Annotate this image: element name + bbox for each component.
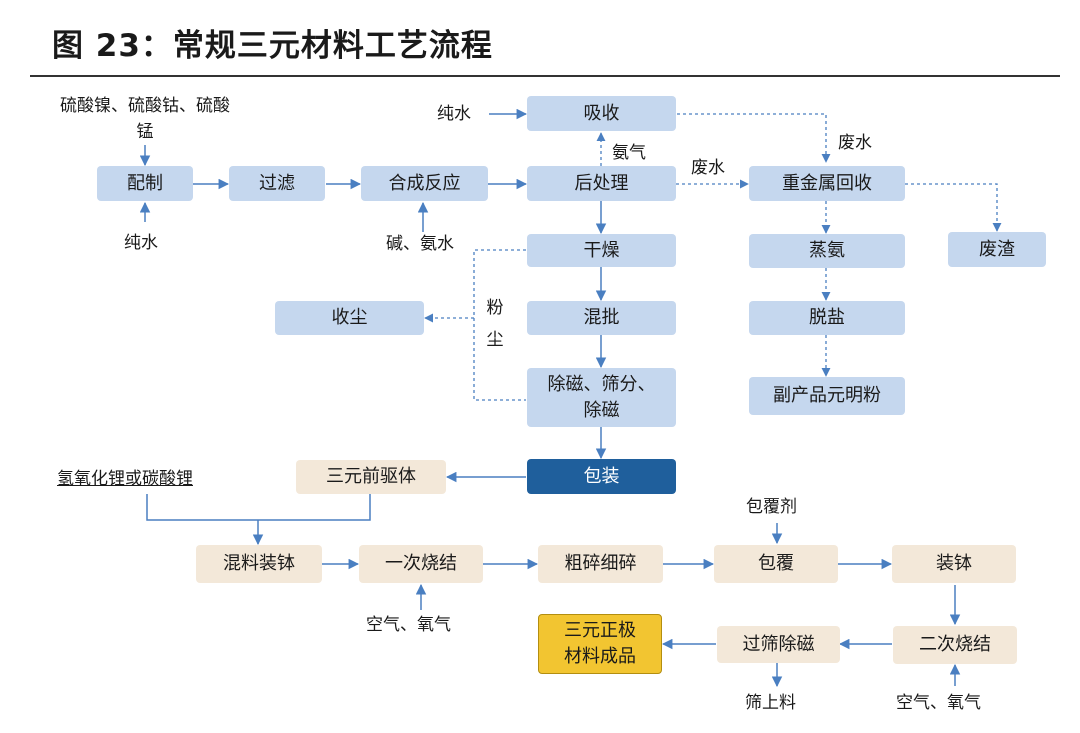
box-peizhi: 配制 <box>97 166 193 201</box>
box-baozhuang: 包装 <box>527 459 676 494</box>
box-erci: 二次烧结 <box>893 626 1017 664</box>
label-kongqi-2: 空气、氧气 <box>896 693 981 713</box>
label-chunshui-top: 纯水 <box>437 104 471 124</box>
title-divider <box>30 75 1060 77</box>
box-houchuli: 后处理 <box>527 166 676 201</box>
label-feishui-mid: 废水 <box>691 158 725 178</box>
box-hecheng: 合成反应 <box>361 166 488 201</box>
box-zhengan: 蒸氨 <box>749 234 905 268</box>
label-shaishangliao: 筛上料 <box>745 693 796 713</box>
label-raw-material: 硫酸镍、硫酸钴、硫酸锰 <box>60 96 230 142</box>
box-shouchen: 收尘 <box>275 301 424 335</box>
box-baofu: 包覆 <box>714 545 838 583</box>
label-fenchen: 粉尘 <box>486 298 504 350</box>
box-fuchanpin: 副产品元明粉 <box>749 377 905 415</box>
box-chengpin: 三元正极材料成品 <box>538 614 662 674</box>
box-hunliao: 混料装钵 <box>196 545 322 583</box>
label-baofuji: 包覆剂 <box>746 497 797 517</box>
box-tuoyan: 脱盐 <box>749 301 905 335</box>
page-title: 图 23：常规三元材料工艺流程 <box>52 28 493 64</box>
box-zhuangbo: 装钵 <box>892 545 1016 583</box>
label-chunshui-left: 纯水 <box>124 233 158 253</box>
box-zhongjinshu: 重金属回收 <box>749 166 905 201</box>
box-hunpi: 混批 <box>527 301 676 335</box>
box-feizha: 废渣 <box>948 232 1046 267</box>
box-guolv: 过滤 <box>229 166 325 201</box>
label-jian-anshui: 碱、氨水 <box>386 234 454 254</box>
box-guoshai: 过筛除磁 <box>717 626 840 663</box>
box-yici: 一次烧结 <box>359 545 483 583</box>
label-lithium-source: 氢氧化锂或碳酸锂 <box>57 469 193 489</box>
label-anqi: 氨气 <box>612 143 646 163</box>
box-chuci: 除磁、筛分、除磁 <box>527 368 676 427</box>
box-cusui: 粗碎细碎 <box>538 545 663 583</box>
label-feishui-right: 废水 <box>838 133 872 153</box>
box-sanyuan-qianquti: 三元前驱体 <box>296 460 446 494</box>
label-kongqi-1: 空气、氧气 <box>366 615 451 635</box>
box-xishou: 吸收 <box>527 96 676 131</box>
box-ganzao: 干燥 <box>527 234 676 267</box>
